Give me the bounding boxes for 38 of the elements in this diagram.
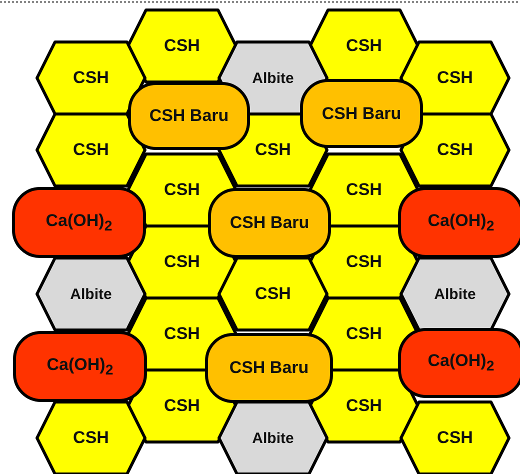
rounded-box bbox=[300, 79, 423, 148]
mineral-label: CSH bbox=[346, 180, 382, 200]
mineral-label: CSH bbox=[437, 140, 473, 160]
mineral-label: Ca(OH)$_{2}$ bbox=[46, 354, 114, 378]
rounded-box bbox=[128, 82, 250, 150]
mineral-label: CSH bbox=[437, 428, 473, 448]
rounded-box bbox=[12, 187, 146, 258]
mineral-label: CSH bbox=[164, 36, 200, 56]
rounded-box bbox=[398, 328, 520, 398]
rounded-box bbox=[208, 188, 331, 258]
mineral-label: CSH bbox=[164, 396, 200, 416]
mineral-label: Ca(OH)$_{2}$ bbox=[46, 210, 112, 234]
mineral-label: CSH bbox=[346, 252, 382, 272]
mineral-label: Albite bbox=[434, 286, 476, 302]
mineral-label: CSH bbox=[73, 428, 109, 448]
mineral-label: CSH bbox=[164, 180, 200, 200]
mineral-label: Ca(OH)$_{2}$ bbox=[428, 351, 494, 375]
rounded-box bbox=[205, 333, 333, 403]
rounded-box bbox=[13, 331, 147, 402]
mineral-label: CSH bbox=[437, 68, 473, 88]
mineral-label: CSH Baru bbox=[229, 358, 309, 378]
mineral-label: CSH bbox=[255, 140, 291, 160]
mineral-label: CSH bbox=[346, 396, 382, 416]
mineral-label: CSH bbox=[346, 36, 382, 56]
mineral-label: CSH bbox=[164, 252, 200, 272]
mineral-label: CSH bbox=[73, 140, 109, 160]
mineral-label: Albite bbox=[252, 430, 294, 446]
mineral-label: CSH Baru bbox=[149, 106, 229, 126]
mineral-label: CSH Baru bbox=[322, 104, 402, 124]
mineral-label: CSH bbox=[346, 324, 382, 344]
mineral-label: Ca(OH)$_{2}$ bbox=[428, 210, 494, 234]
mineral-label: CSH Baru bbox=[230, 213, 310, 233]
mineral-label: CSH bbox=[73, 68, 109, 88]
mineral-label: CSH bbox=[164, 324, 200, 344]
rounded-box bbox=[398, 187, 520, 258]
mineral-label: Albite bbox=[70, 286, 112, 302]
mineral-label: CSH bbox=[255, 284, 291, 304]
mineral-label: Albite bbox=[252, 70, 294, 86]
